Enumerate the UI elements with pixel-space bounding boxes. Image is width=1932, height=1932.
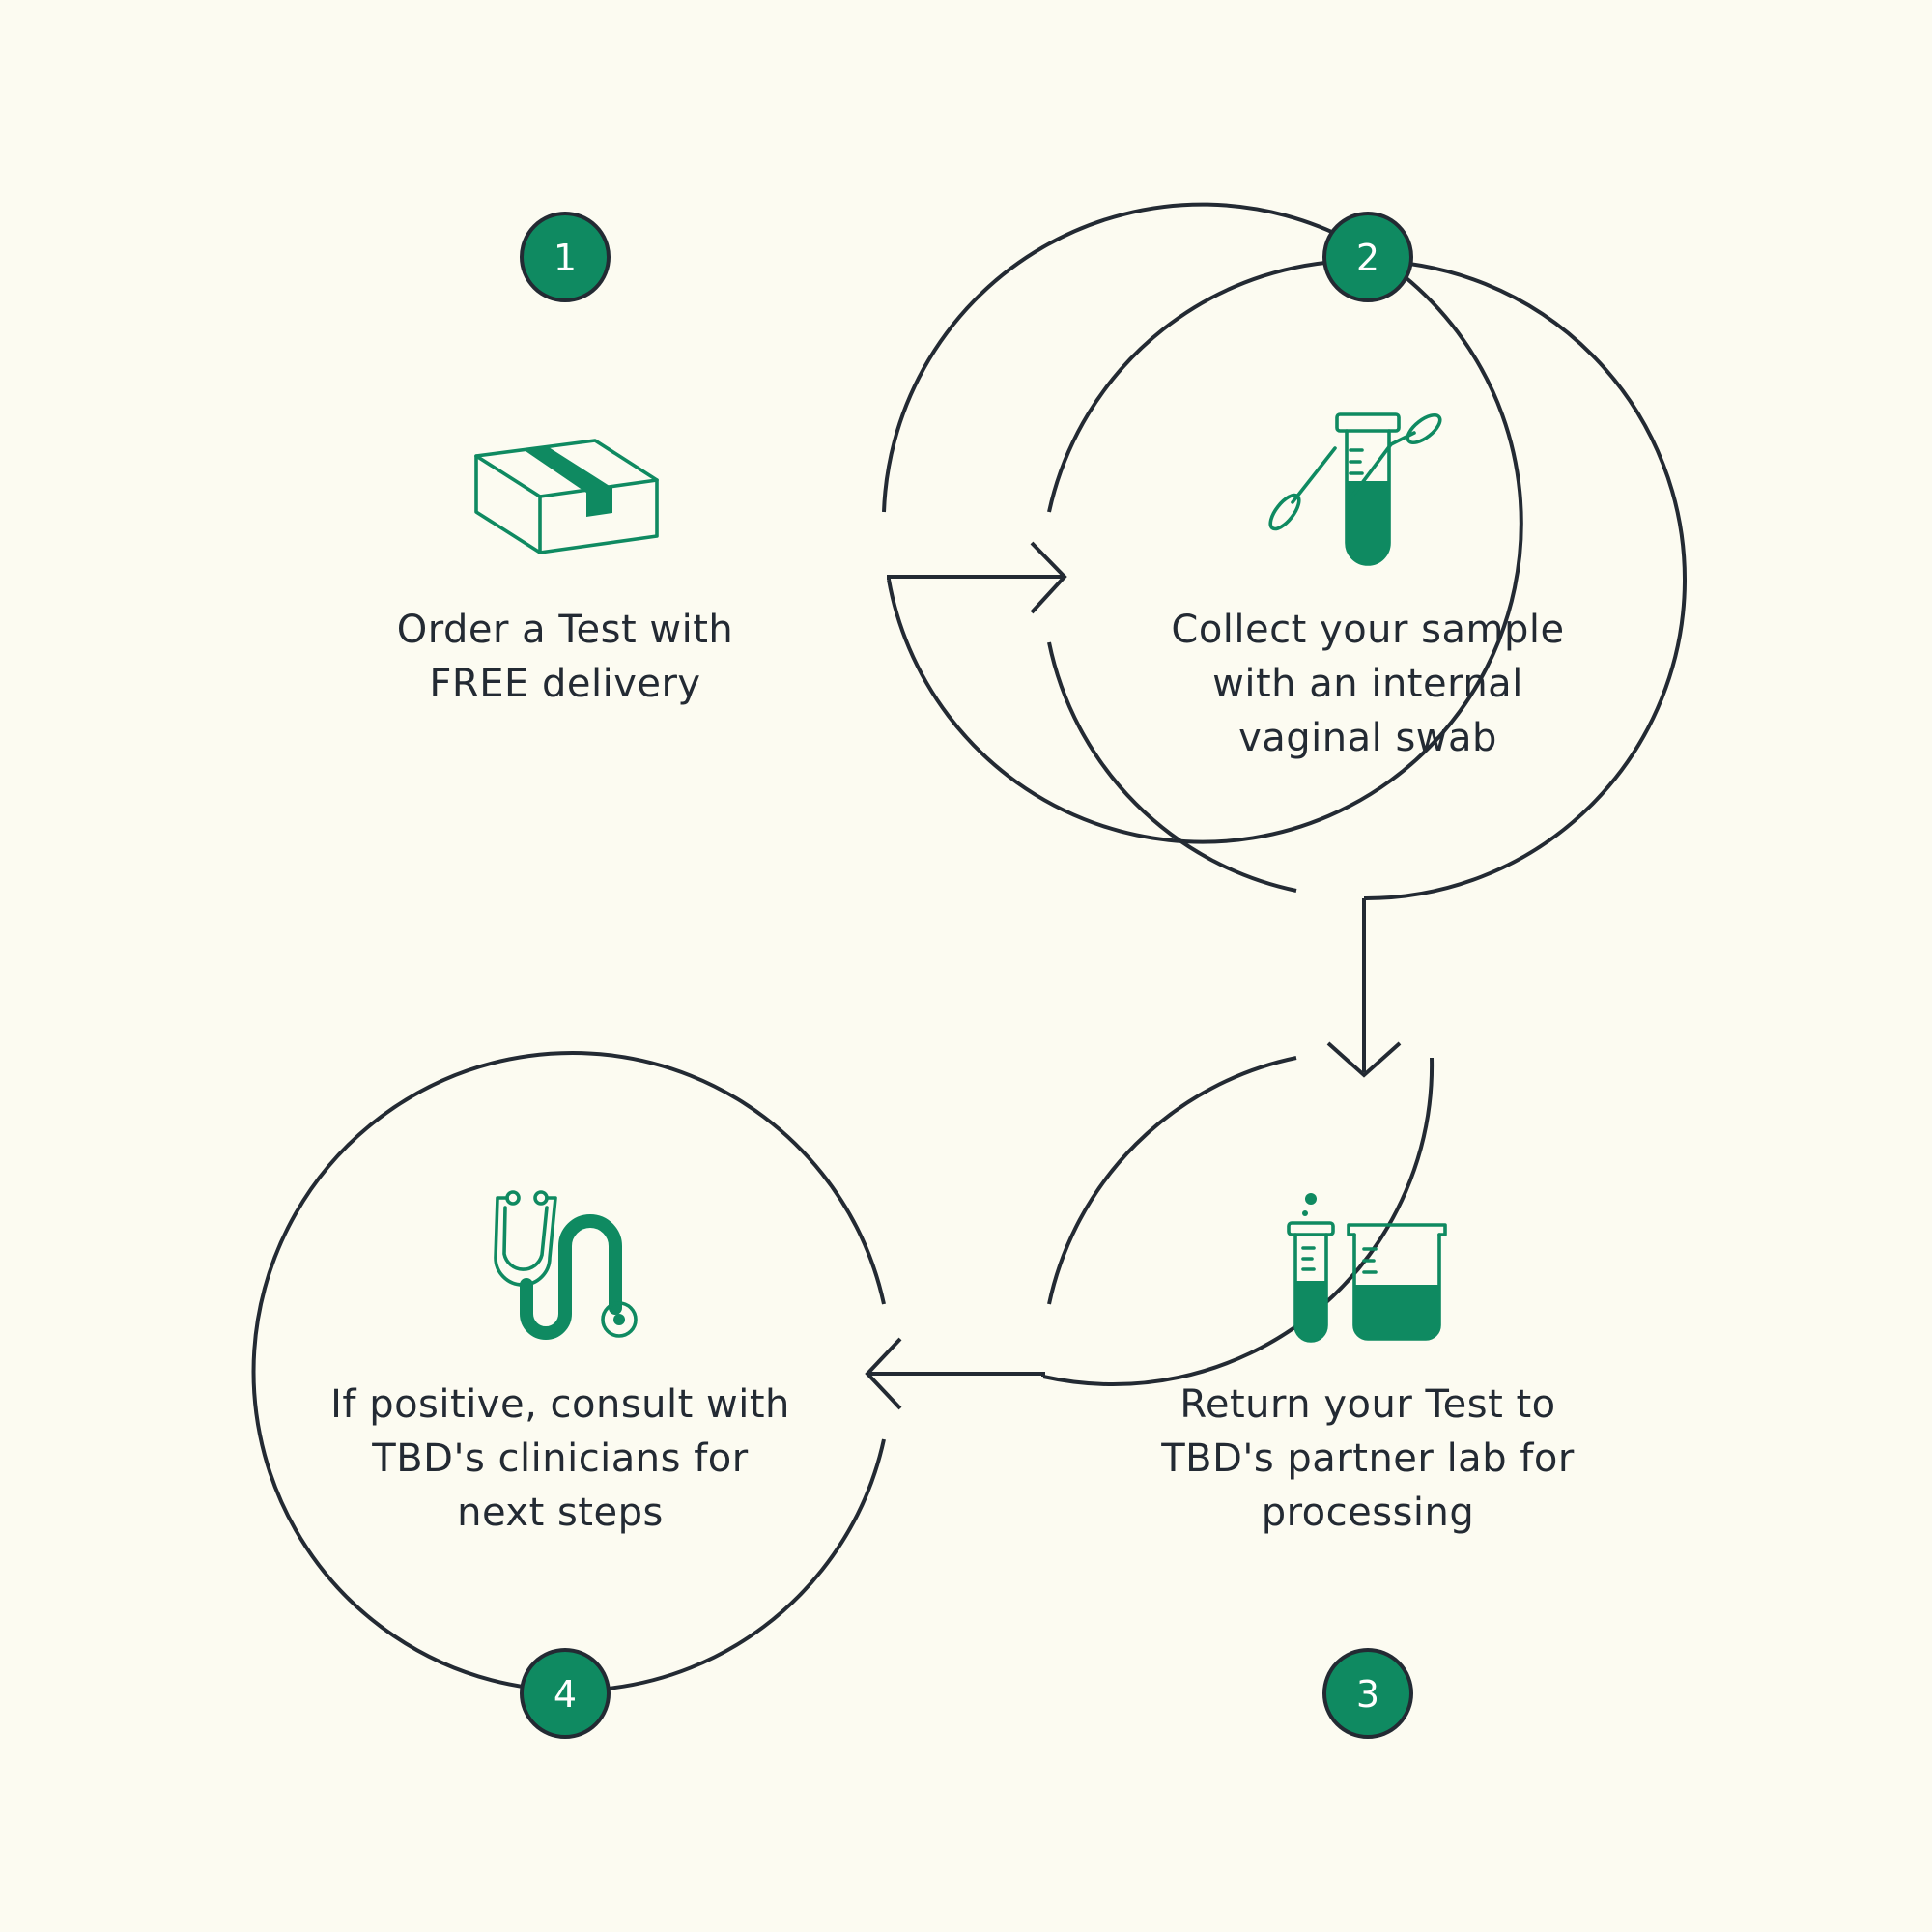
lab-beaker-icon bbox=[1287, 1193, 1447, 1343]
step-4-caption: If positive, consult with TBD's clinicia… bbox=[290, 1378, 831, 1540]
arrowhead-1-2 bbox=[1030, 541, 1067, 614]
package-box-icon bbox=[474, 439, 659, 554]
step-3-line-2: TBD's partner lab for bbox=[1161, 1436, 1575, 1481]
step-1-caption: Order a Test with FREE delivery bbox=[295, 603, 836, 711]
step-4-ring bbox=[251, 1051, 886, 1692]
step-2-line-2: with an internal bbox=[1212, 662, 1523, 706]
step-4-line-2: TBD's clinicians for bbox=[372, 1436, 749, 1481]
step-3-line-3: processing bbox=[1261, 1491, 1475, 1535]
step-3-caption: Return your Test to TBD's partner lab fo… bbox=[1097, 1378, 1638, 1540]
step-4-line-3: next steps bbox=[457, 1491, 664, 1535]
step-3-badge: 3 bbox=[1322, 1648, 1413, 1739]
step-4-badge: 4 bbox=[520, 1648, 611, 1739]
step-2-badge: 2 bbox=[1322, 212, 1413, 302]
arrowhead-3-4 bbox=[865, 1337, 902, 1410]
connector-arrow-1-2 bbox=[887, 575, 1063, 580]
step-2-line-3: vaginal swab bbox=[1238, 716, 1497, 760]
connector-arrow-3-4 bbox=[869, 1372, 1045, 1377]
step-2-line-1: Collect your sample bbox=[1171, 608, 1565, 652]
step-4-line-1: If positive, consult with bbox=[330, 1382, 790, 1427]
step-1-line-2: FREE delivery bbox=[429, 662, 701, 706]
step-1-ring bbox=[882, 202, 1523, 844]
step-2-caption: Collect your sample with an internal vag… bbox=[1097, 603, 1638, 765]
step-3-ring-left bbox=[1047, 1056, 1297, 1305]
step-2-ring bbox=[1047, 258, 1687, 901]
step-3-number: 3 bbox=[1356, 1673, 1379, 1716]
step-3-line-1: Return your Test to bbox=[1179, 1382, 1556, 1427]
step-2-ring-lower bbox=[1047, 641, 1297, 893]
step-1-number: 1 bbox=[554, 237, 577, 279]
step-4-number: 4 bbox=[554, 1673, 577, 1716]
step-2-number: 2 bbox=[1356, 237, 1379, 279]
test-tube-swab-icon bbox=[1268, 412, 1442, 566]
stethoscope-icon bbox=[494, 1190, 638, 1340]
arrowhead-2-3 bbox=[1326, 1041, 1402, 1078]
step-1-line-1: Order a Test with bbox=[396, 608, 734, 652]
step-1-badge: 1 bbox=[520, 212, 611, 302]
